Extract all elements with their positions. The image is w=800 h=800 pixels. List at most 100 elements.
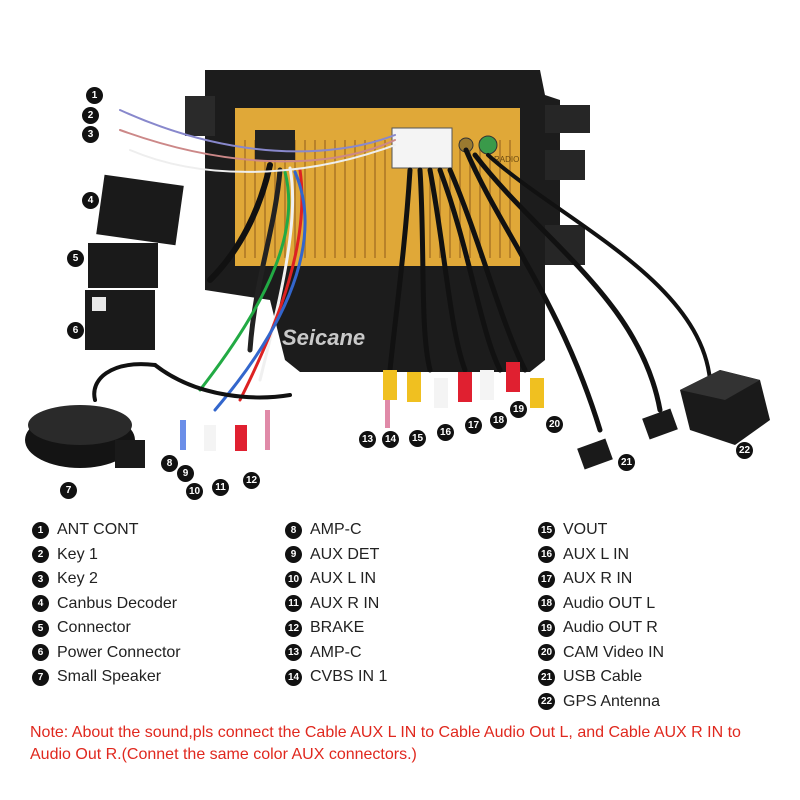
- legend-number: 16: [538, 546, 555, 564]
- callout-19: 19: [510, 401, 527, 418]
- legend-item: 7 Small Speaker: [32, 665, 292, 690]
- callout-5: 5: [67, 250, 84, 267]
- legend-number: 5: [32, 619, 49, 637]
- legend-label: Connector: [57, 619, 131, 637]
- legend-item: 15 VOUT: [538, 518, 798, 543]
- legend-number: 8: [285, 521, 302, 539]
- legend-label: BRAKE: [310, 619, 365, 637]
- legend-label: Small Speaker: [57, 668, 162, 686]
- legend-label: AUX L IN: [563, 545, 630, 563]
- rca-connectors: [180, 362, 544, 451]
- legend-number: 11: [285, 595, 302, 613]
- legend-label: AMP-C: [310, 643, 362, 661]
- legend-number: 3: [32, 570, 49, 588]
- connector: [88, 243, 158, 288]
- legend-number: 4: [32, 595, 49, 613]
- callout-14: 14: [382, 431, 399, 448]
- legend-label: AUX R IN: [563, 570, 633, 588]
- legend-number: 19: [538, 619, 555, 637]
- callout-11: 11: [212, 479, 229, 496]
- legend-label: Key 2: [57, 570, 98, 588]
- callout-22: 22: [736, 442, 753, 459]
- legend-item: 3 Key 2: [32, 567, 292, 592]
- legend-label: Audio OUT R: [563, 619, 658, 637]
- callout-6: 6: [67, 322, 84, 339]
- callout-18: 18: [490, 412, 507, 429]
- legend-item: 18 Audio OUT L: [538, 592, 798, 617]
- callout-8: 8: [161, 455, 178, 472]
- callout-1: 1: [86, 87, 103, 104]
- legend-number: 10: [285, 570, 302, 588]
- legend-number: 21: [538, 668, 555, 686]
- legend-item: 2 Key 1: [32, 543, 292, 568]
- callout-12: 12: [243, 472, 260, 489]
- legend-item: 6 Power Connector: [32, 641, 292, 666]
- legend-number: 9: [285, 546, 302, 564]
- legend-item: 16 AUX L IN: [538, 543, 798, 568]
- legend-item: 12 BRAKE: [285, 616, 545, 641]
- legend-label: VOUT: [563, 521, 608, 539]
- legend-number: 15: [538, 521, 555, 539]
- legend-item: 10 AUX L IN: [285, 567, 545, 592]
- callout-21: 21: [618, 454, 635, 471]
- callout-10: 10: [186, 483, 203, 500]
- legend-number: 13: [285, 644, 302, 662]
- legend-label: Canbus Decoder: [57, 594, 178, 612]
- legend-number: 1: [32, 521, 49, 539]
- legend-label: GPS Antenna: [563, 692, 660, 710]
- callout-4: 4: [82, 192, 99, 209]
- legend-label: Key 1: [57, 545, 98, 563]
- legend-number: 20: [538, 644, 555, 662]
- legend-item: 17 AUX R IN: [538, 567, 798, 592]
- legend-item: 5 Connector: [32, 616, 292, 641]
- callout-16: 16: [437, 424, 454, 441]
- legend-label: AUX DET: [310, 545, 380, 563]
- legend-label: AUX R IN: [310, 594, 380, 612]
- svg-text:RADIO: RADIO: [494, 155, 519, 164]
- legend-label: CVBS IN 1: [310, 668, 388, 686]
- legend-label: Power Connector: [57, 643, 181, 661]
- watermark: Seicane: [282, 325, 365, 350]
- sound-connection-note: Note: About the sound,pls connect the Ca…: [30, 724, 741, 763]
- legend-item: 19 Audio OUT R: [538, 616, 798, 641]
- head-unit: RADIO: [185, 70, 590, 372]
- legend-label: USB Cable: [563, 668, 643, 686]
- gps-antenna: [680, 370, 770, 445]
- legend-item: 1 ANT CONT: [32, 518, 292, 543]
- legend-number: 18: [538, 595, 555, 613]
- legend-number: 6: [32, 644, 49, 662]
- legend-number: 14: [285, 668, 302, 686]
- legend-label: Audio OUT L: [563, 594, 656, 612]
- callout-9: 9: [177, 465, 194, 482]
- callout-2: 2: [82, 107, 99, 124]
- legend-label: ANT CONT: [57, 521, 139, 539]
- callout-3: 3: [82, 126, 99, 143]
- product-photo: RADIO: [25, 70, 770, 470]
- legend-item: 8 AMP-C: [285, 518, 545, 543]
- legend-number: 22: [538, 693, 555, 711]
- legend-number: 2: [32, 546, 49, 564]
- legend-item: 9 AUX DET: [285, 543, 545, 568]
- callout-17: 17: [465, 417, 482, 434]
- legend-item: 4 Canbus Decoder: [32, 592, 292, 617]
- legend-item: 13 AMP-C: [285, 641, 545, 666]
- usb-cables: [577, 408, 678, 470]
- legend-label: AUX L IN: [310, 570, 377, 588]
- wiring-harness: [92, 109, 712, 433]
- legend-item: 22 GPS Antenna: [538, 690, 798, 715]
- legend-label: AMP-C: [310, 521, 362, 539]
- callout-13: 13: [359, 431, 376, 448]
- legend-number: 17: [538, 570, 555, 588]
- callout-7: 7: [60, 482, 77, 499]
- callout-20: 20: [546, 416, 563, 433]
- callout-15: 15: [409, 430, 426, 447]
- small-speaker: [25, 405, 145, 468]
- legend-number: 12: [285, 619, 302, 637]
- legend-item: 11 AUX R IN: [285, 592, 545, 617]
- legend-item: 21 USB Cable: [538, 665, 798, 690]
- legend-number: 7: [32, 668, 49, 686]
- legend-item: 14 CVBS IN 1: [285, 665, 545, 690]
